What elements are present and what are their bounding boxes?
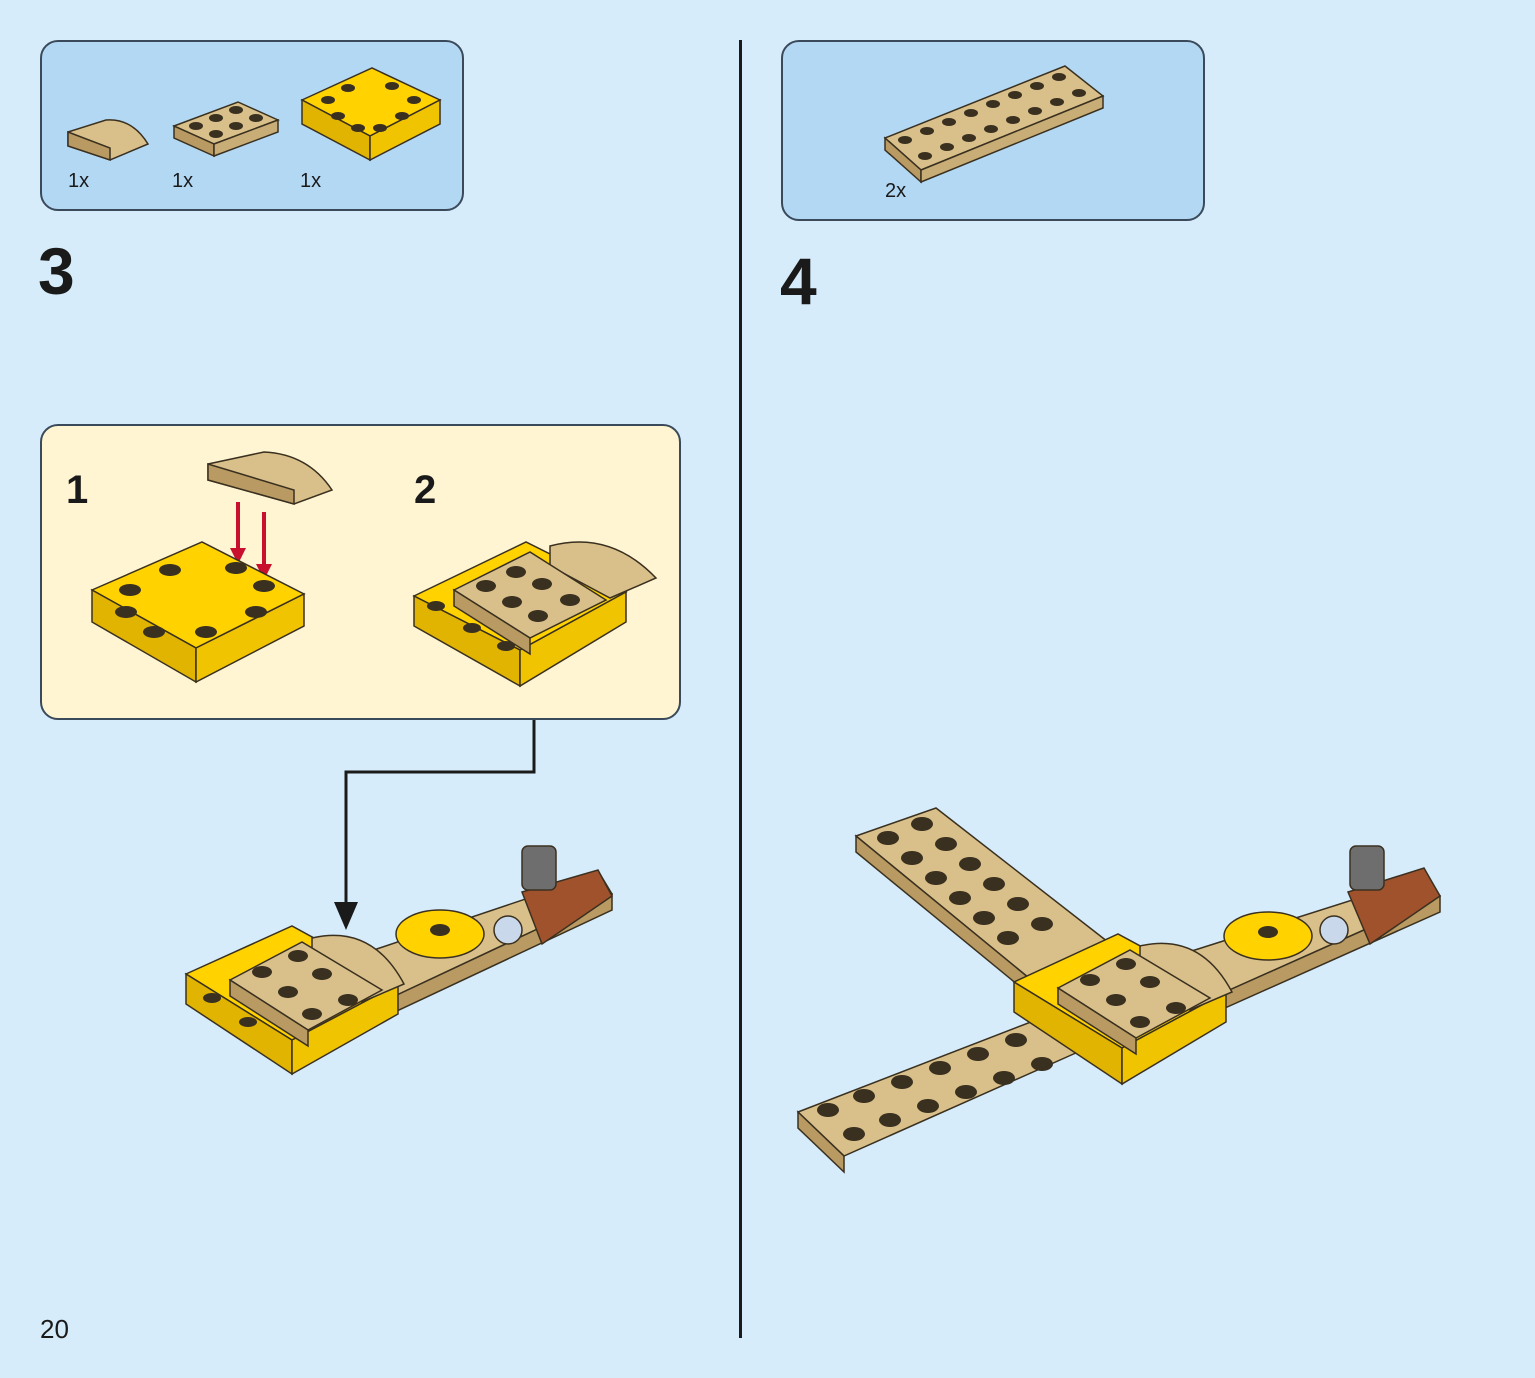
sub-assembly-callout: 1 2: [40, 424, 681, 720]
yellow-round-plate-icon: [300, 67, 442, 162]
assembled-plate: [412, 541, 658, 688]
step-divider: [739, 40, 742, 1338]
part-qty: 2x: [885, 180, 907, 202]
substep-number: 2: [414, 468, 437, 512]
step-number: 3: [38, 234, 75, 308]
tan-plate-2x3-icon: [172, 101, 280, 158]
tan-plate-2x8-icon: [883, 65, 1105, 184]
step-3-model: [184, 845, 614, 1076]
step-4-model: [796, 807, 1442, 1174]
placement-arrow-icon: [230, 502, 272, 580]
part-qty: 1x: [68, 170, 90, 192]
callout-connector-arrow: [334, 720, 536, 930]
step-3-parts-box: 1x 1x 1x: [40, 40, 464, 211]
tan-curved-slope-icon: [67, 119, 150, 162]
yellow-round-plate: [90, 541, 306, 684]
step-number: 4: [780, 244, 817, 318]
step-4-parts-box: 2x: [781, 40, 1205, 221]
curved-slope-piece: [207, 451, 334, 505]
page-number: 20: [40, 1314, 69, 1344]
part-qty: 1x: [172, 170, 194, 192]
part-qty: 1x: [300, 170, 322, 192]
substep-number: 1: [66, 468, 89, 512]
